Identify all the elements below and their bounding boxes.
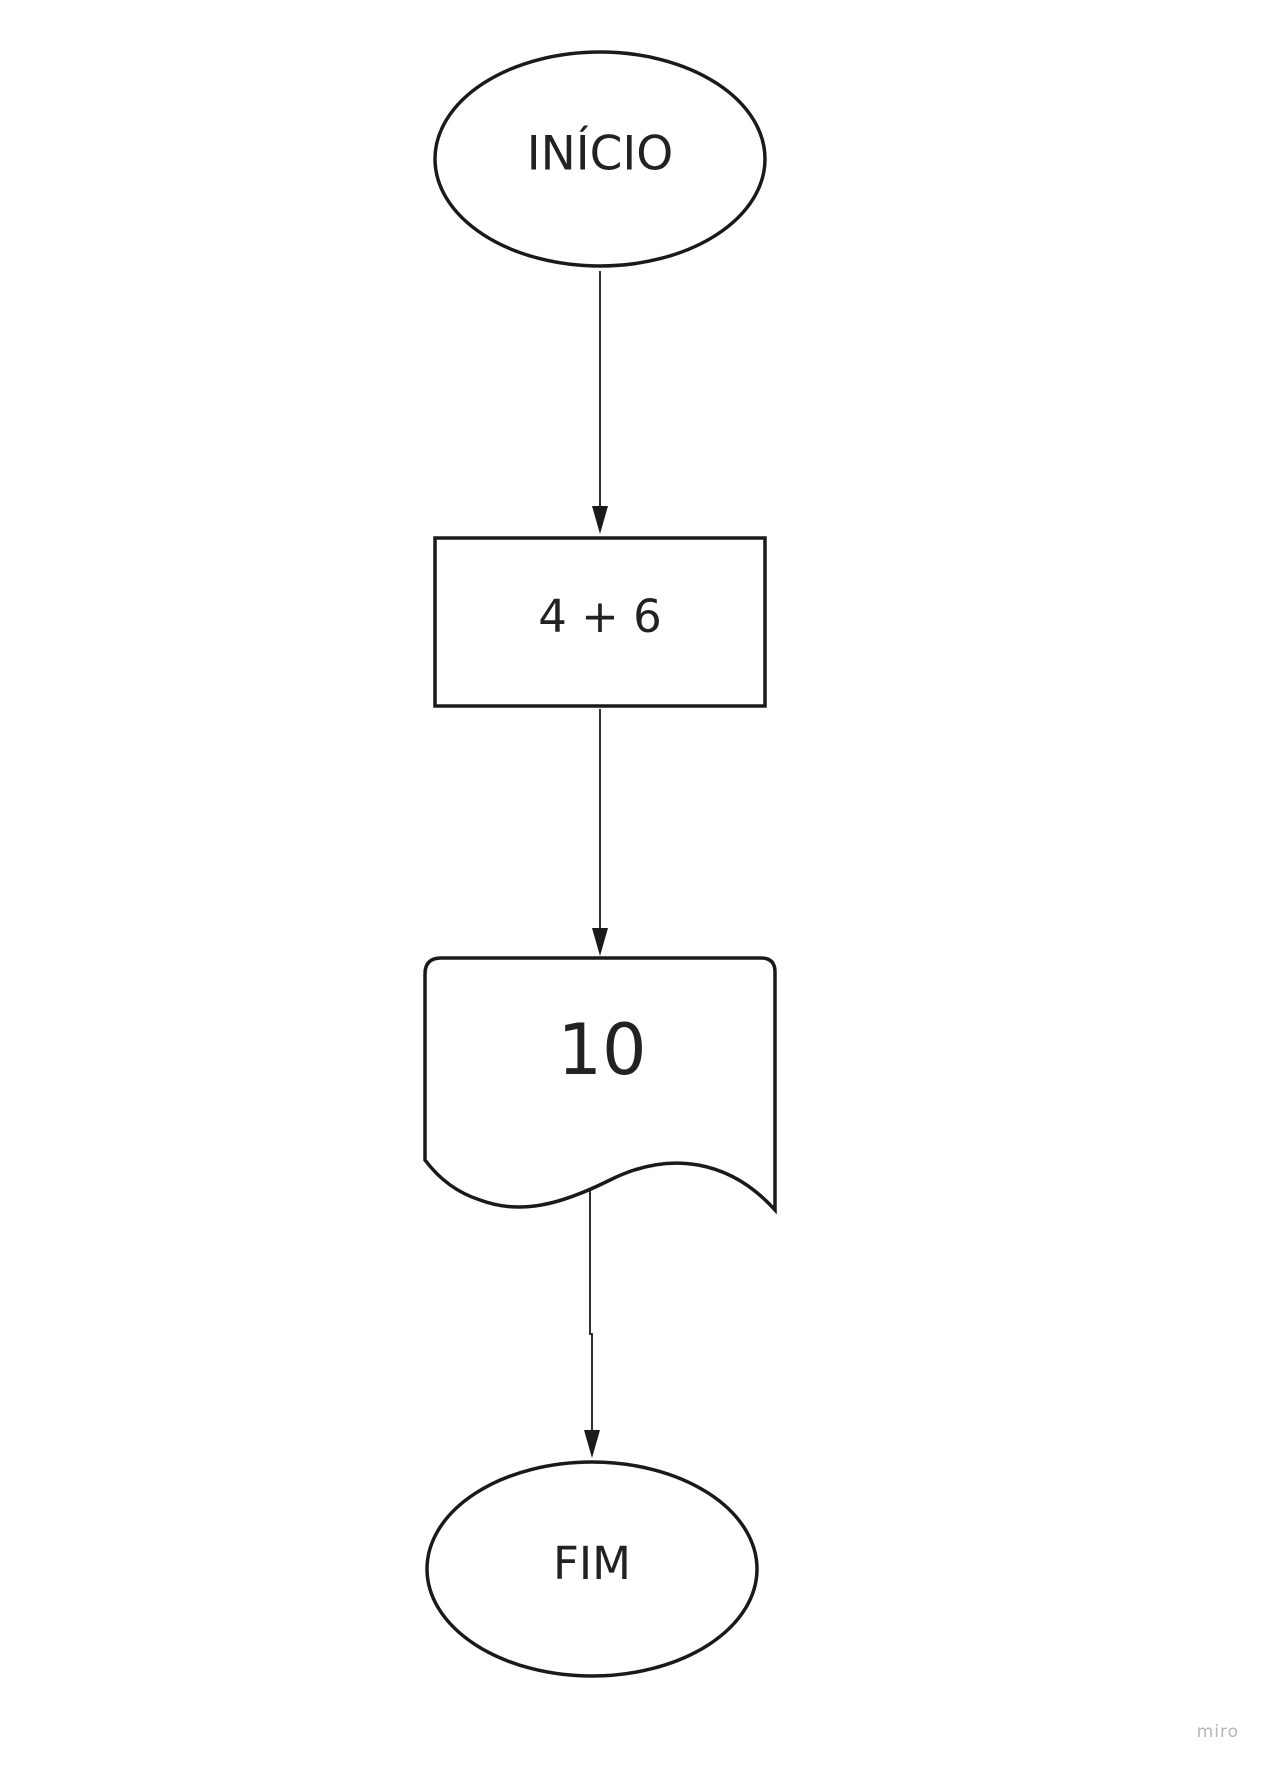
output-label: 10: [557, 1009, 646, 1091]
connector-process-to-output: [592, 709, 608, 956]
output-document[interactable]: 10: [423, 956, 777, 1215]
connector-start-to-process: [592, 271, 608, 534]
arrowhead-icon: [584, 1430, 600, 1458]
end-label: FIM: [553, 1537, 631, 1590]
start-label: INÍCIO: [527, 127, 674, 182]
start-terminator[interactable]: INÍCIO: [433, 50, 767, 268]
end-terminator[interactable]: FIM: [425, 1460, 759, 1678]
process-box[interactable]: 4 + 6: [433, 536, 767, 708]
process-label: 4 + 6: [538, 590, 662, 643]
arrowhead-icon: [592, 928, 608, 956]
arrowhead-icon: [592, 506, 608, 534]
connector-output-to-end: [584, 1186, 600, 1458]
miro-watermark: miro: [1196, 1722, 1239, 1742]
